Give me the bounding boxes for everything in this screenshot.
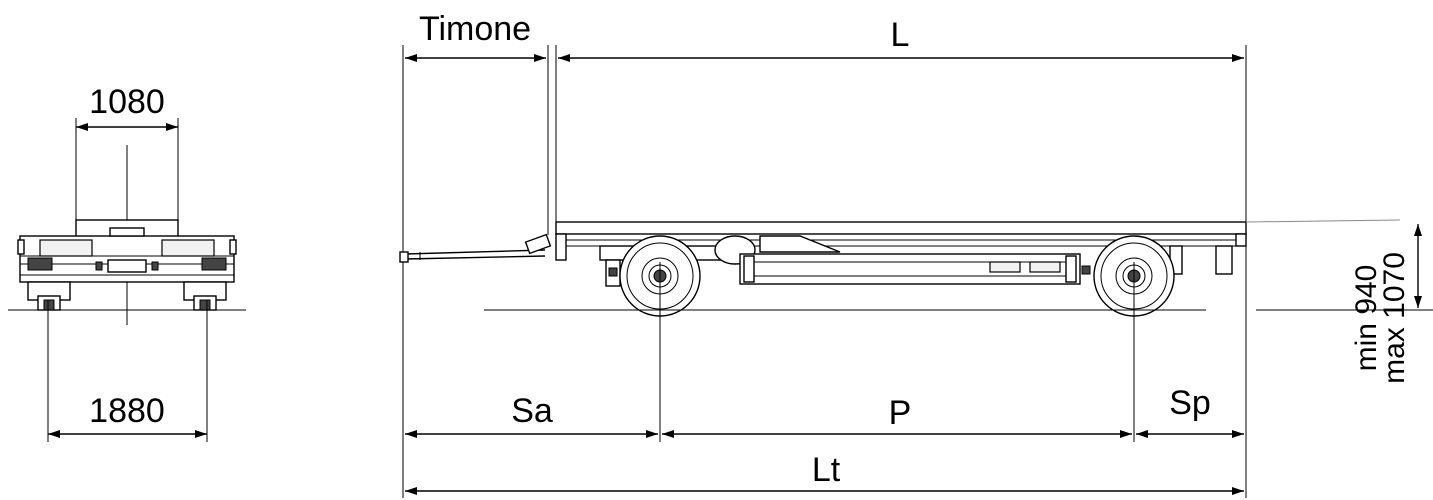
label-sp: Sp	[1169, 384, 1211, 422]
label-height-min: min 940	[1350, 265, 1383, 372]
label-l: L	[891, 16, 910, 54]
chassis-frame	[739, 245, 1233, 285]
front-trailer-body	[17, 219, 237, 311]
side-view: Timone L	[399, 10, 1433, 498]
label-sa: Sa	[511, 392, 553, 430]
label-p: P	[889, 394, 912, 432]
label-1880: 1880	[89, 392, 165, 430]
label-height-max: max 1070	[1378, 252, 1411, 384]
label-lt: Lt	[812, 451, 841, 489]
label-timone: Timone	[419, 10, 531, 48]
drawbar	[399, 233, 552, 263]
label-1080: 1080	[89, 83, 165, 121]
front-view: 1080	[8, 83, 246, 442]
